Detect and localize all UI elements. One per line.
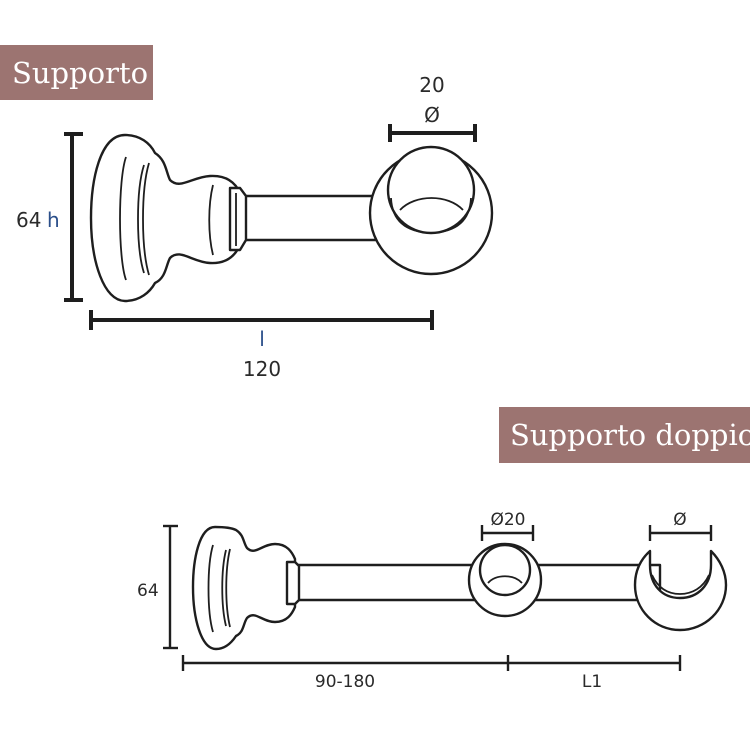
single-title-box: [0, 45, 153, 100]
length-symbol: l: [259, 327, 265, 351]
double-base-rosette: [191, 525, 297, 651]
inner-diameter-dimension: Ø20: [480, 510, 535, 541]
length-dimension: l 120: [89, 310, 434, 381]
base-rosette: [89, 133, 242, 303]
length-value: 120: [243, 357, 281, 381]
double-height-value: 64: [137, 581, 159, 601]
height-dimension: 64 h: [16, 132, 83, 302]
single-bracket-section: Supporto 64 h l 120 20 Ø: [0, 45, 494, 381]
outer-crescent-hook: [633, 549, 728, 632]
diameter-value: 20: [419, 73, 444, 97]
double-title: Supporto doppio: [510, 418, 750, 452]
outer-diameter-label: Ø: [673, 510, 686, 530]
diameter-dimension: 20 Ø: [388, 73, 477, 142]
double-bracket-drawing: [191, 525, 728, 651]
double-title-box: [499, 407, 750, 463]
double-bracket-section: Supporto doppio 64 90-180 L1 Ø20 Ø: [137, 407, 750, 692]
l1-label: L1: [582, 672, 602, 692]
double-height-dimension: 64: [137, 524, 178, 650]
inner-diameter-label: Ø20: [490, 510, 525, 530]
rod: [238, 194, 382, 242]
outer-diameter-dimension: Ø: [648, 510, 713, 541]
single-title: Supporto: [12, 56, 148, 90]
height-value: 64: [16, 208, 41, 232]
double-length-value: 90-180: [315, 672, 375, 692]
diameter-symbol: Ø: [424, 103, 440, 127]
single-bracket-drawing: [89, 133, 494, 303]
double-length-dimension: 90-180 L1: [181, 655, 682, 692]
height-symbol: h: [47, 208, 60, 232]
